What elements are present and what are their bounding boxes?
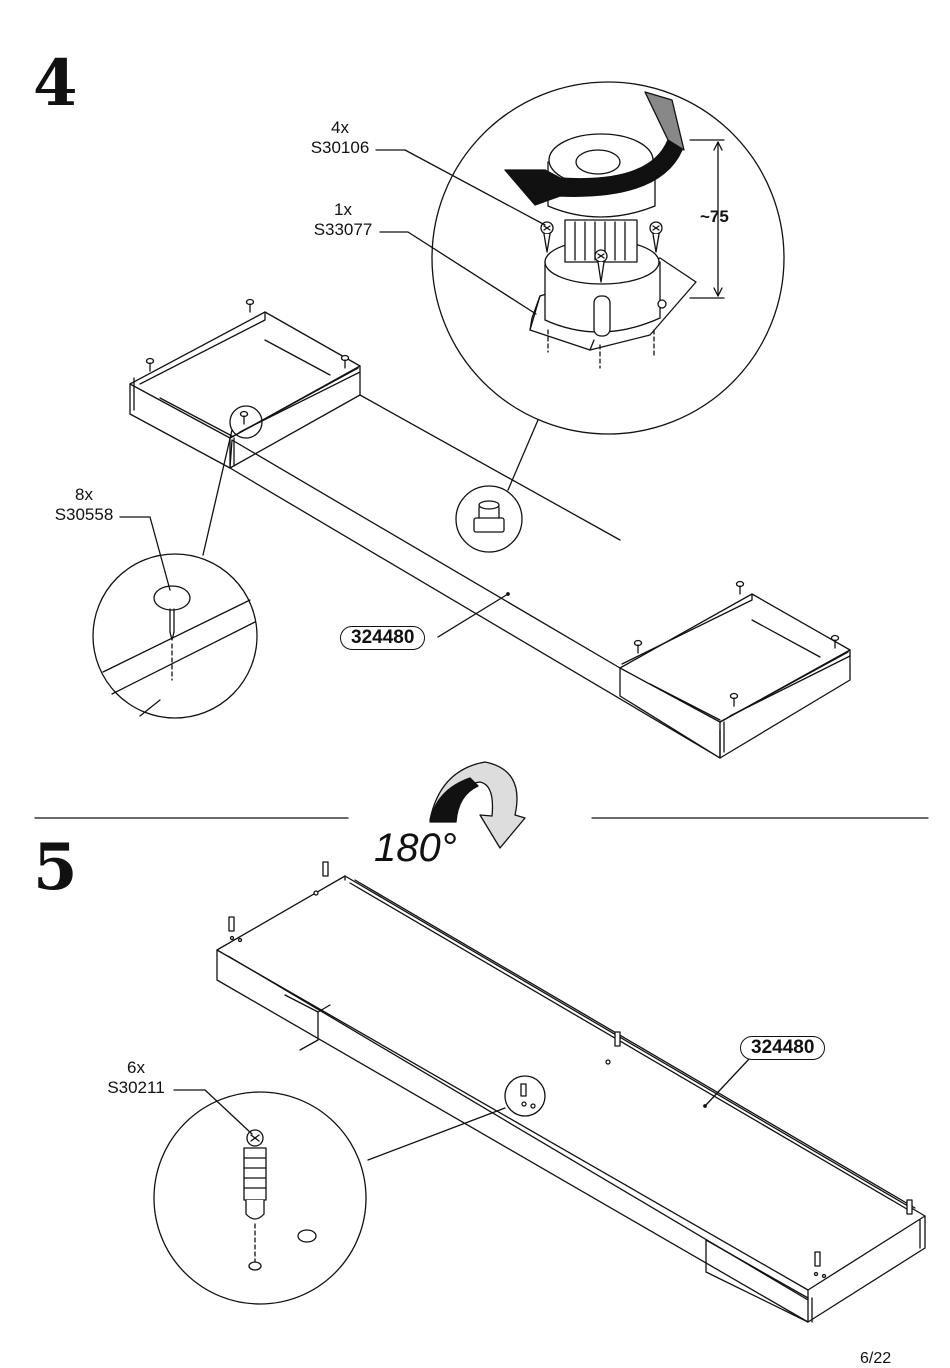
leader-s33077 <box>379 231 537 315</box>
callout-dowel-qty: 6x <box>127 1058 145 1077</box>
leader-s30211 <box>173 1089 253 1135</box>
page-number: 6/22 <box>860 1350 892 1367</box>
callout-screw-code: S30106 <box>310 138 370 157</box>
step5-dowels <box>228 861 913 1279</box>
leader-s30106 <box>375 149 546 226</box>
step4-right-box <box>619 593 851 759</box>
leader-324480-a <box>437 593 509 638</box>
callout-foot: 1x S33077 <box>307 200 379 240</box>
nail-detail-circle <box>92 553 258 719</box>
callout-nail: 8x S30558 <box>48 485 120 525</box>
step4-panel <box>229 394 721 759</box>
flip-arrow-icon <box>429 761 526 849</box>
step-5-number: 5 <box>33 830 78 905</box>
leader-s30558 <box>119 516 171 591</box>
rotation-label: 180° <box>374 826 457 870</box>
callout-screw: 4x S30106 <box>310 118 370 158</box>
dowel-detail-circle <box>153 1091 367 1305</box>
dowel-highlight-circle <box>504 1075 546 1117</box>
height-dimension-label: ~75 <box>700 207 729 226</box>
foot-small-circle <box>455 485 523 553</box>
foot-detail-circle <box>431 81 785 435</box>
nail-highlight-circle <box>229 405 263 439</box>
callout-dowel: 6x S30211 <box>100 1058 172 1098</box>
panel-label-step5: 324480 <box>740 1036 826 1060</box>
nail-head <box>153 585 191 611</box>
leader-324480-b <box>704 1057 751 1107</box>
step-4-number: 4 <box>33 46 78 121</box>
callout-foot-qty: 1x <box>334 200 352 219</box>
rotate-arrow-icon <box>504 139 683 206</box>
callout-nail-code: S30558 <box>54 505 114 524</box>
panel-label-step4: 324480 <box>340 626 426 650</box>
callout-nail-qty: 8x <box>75 485 93 504</box>
step4-nails <box>145 298 840 707</box>
step5-panel <box>216 875 926 1323</box>
callout-dowel-code: S30211 <box>107 1078 165 1097</box>
callout-screw-qty: 4x <box>331 118 349 137</box>
step4-left-box <box>129 311 361 469</box>
callout-foot-code: S33077 <box>313 220 373 239</box>
